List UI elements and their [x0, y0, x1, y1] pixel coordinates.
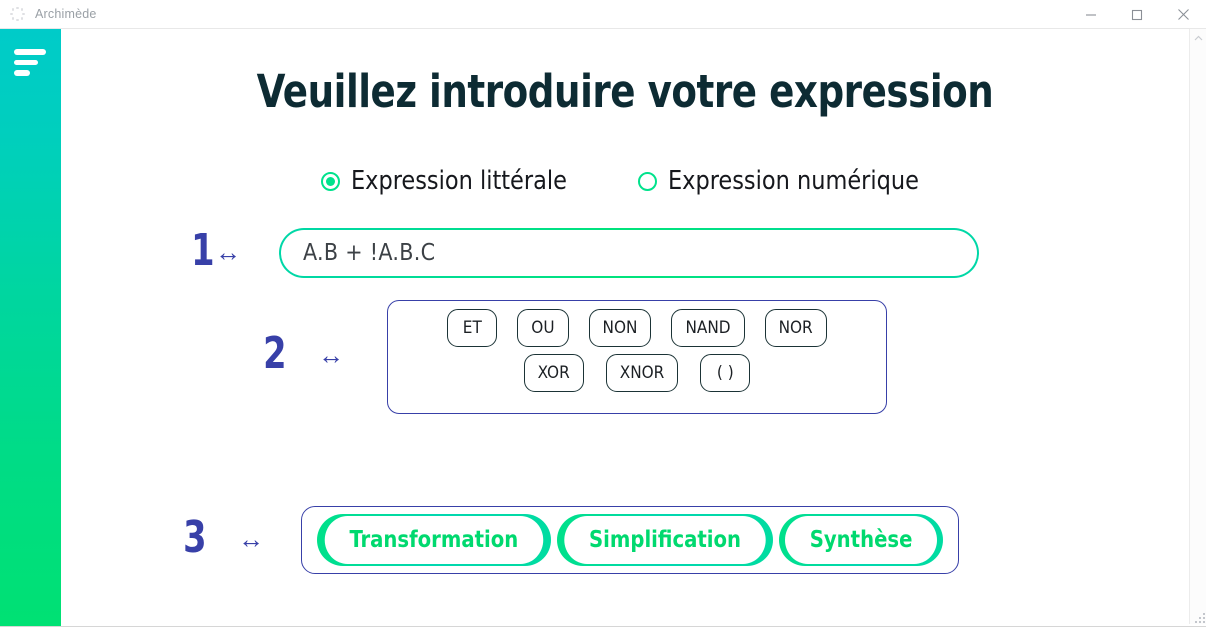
spinner-icon — [10, 6, 25, 22]
sidebar — [0, 29, 61, 626]
synthese-button[interactable]: Synthèse — [778, 513, 944, 567]
operator-button-parentheses[interactable]: ( ) — [700, 354, 751, 392]
expression-input-wrapper — [279, 228, 979, 278]
transformation-button-label: Transformation — [324, 516, 543, 564]
title-bar: Archimède — [0, 0, 1206, 29]
step-number-3: 3 — [183, 512, 207, 563]
radio-selected-icon — [320, 171, 340, 191]
minimize-button[interactable] — [1068, 0, 1114, 29]
expression-input[interactable] — [281, 230, 977, 276]
close-icon — [1177, 8, 1190, 21]
chevron-up-icon — [1194, 35, 1203, 41]
actions-panel: Transformation Simplification Synthèse — [301, 506, 959, 574]
radio-unselected-icon — [637, 171, 657, 191]
title-bar-left: Archimède — [0, 6, 97, 22]
operators-row-1: ET OU NON NAND NOR — [400, 309, 874, 347]
minimize-icon — [1085, 9, 1097, 21]
close-button[interactable] — [1160, 0, 1206, 29]
simplification-button[interactable]: Simplification — [556, 513, 773, 567]
operators-panel: ET OU NON NAND NOR XOR XNOR ( ) — [387, 300, 887, 414]
hamburger-menu-icon[interactable] — [14, 49, 46, 76]
operator-button-et[interactable]: ET — [447, 309, 498, 347]
simplification-button-label: Simplification — [564, 516, 766, 564]
radio-expression-numerique[interactable]: Expression numérique — [637, 166, 929, 196]
expression-type-radio-group: Expression littérale Expression numériqu… — [61, 166, 1189, 196]
operator-button-xnor[interactable]: XNOR — [605, 354, 679, 392]
radio-expression-litterale[interactable]: Expression littérale — [320, 166, 576, 196]
vertical-scrollbar[interactable] — [1189, 29, 1206, 624]
step-number-1: 1 — [191, 225, 215, 276]
operator-button-nand[interactable]: NAND — [671, 309, 745, 347]
maximize-button[interactable] — [1114, 0, 1160, 29]
app-title: Archimède — [35, 7, 97, 21]
radio-label-litterale: Expression littérale — [350, 166, 567, 196]
page-title: Veuillez introduire votre expression — [256, 65, 994, 118]
step-arrow-2: ↔ — [318, 340, 344, 370]
transformation-button[interactable]: Transformation — [316, 513, 551, 567]
main-content: Veuillez introduire votre expression Exp… — [61, 29, 1189, 624]
step-number-2: 2 — [263, 328, 287, 379]
window-controls — [1068, 0, 1206, 29]
step-arrow-1: ↔ — [215, 237, 241, 267]
radio-label-numerique: Expression numérique — [667, 166, 919, 196]
bottom-bar — [0, 626, 1206, 636]
operator-button-nor[interactable]: NOR — [764, 309, 827, 347]
resize-grip-icon[interactable] — [1192, 610, 1205, 623]
maximize-icon — [1131, 9, 1143, 21]
synthese-button-label: Synthèse — [784, 516, 938, 564]
operator-button-ou[interactable]: OU — [517, 309, 569, 347]
operator-button-xor[interactable]: XOR — [523, 354, 584, 392]
operator-button-non[interactable]: NON — [588, 309, 652, 347]
step-arrow-3: ↔ — [238, 524, 264, 554]
operators-row-2: XOR XNOR ( ) — [400, 354, 874, 392]
scroll-up-button[interactable] — [1190, 29, 1206, 46]
